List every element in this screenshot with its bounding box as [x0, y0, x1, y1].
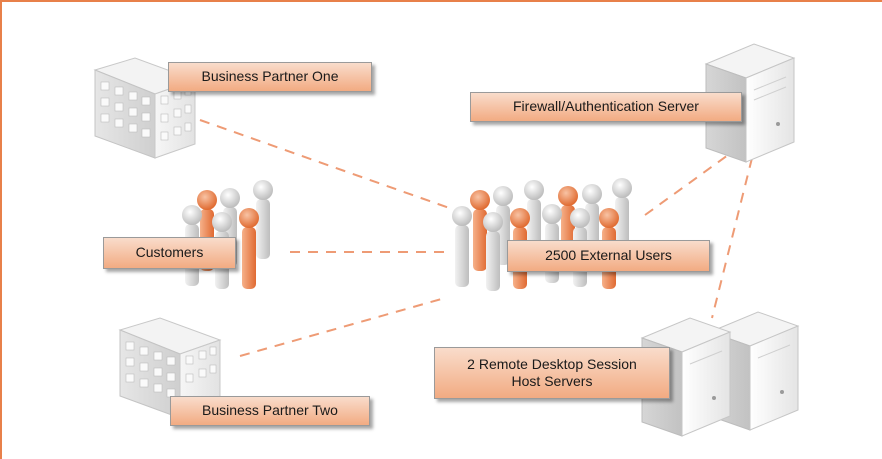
person-figure [239, 208, 259, 289]
person-figure [483, 212, 503, 291]
person-figure [253, 180, 273, 259]
label-text: Business Partner Two [202, 402, 338, 419]
label-business-partner-two: Business Partner Two [170, 396, 370, 426]
label-text: Firewall/Authentication Server [513, 98, 699, 115]
label-firewall-authentication-server: Firewall/Authentication Server [470, 92, 742, 122]
office-building-icon [93, 57, 197, 159]
label-text: Customers [135, 244, 204, 261]
label-text-line2: Host Servers [511, 373, 593, 389]
label-rdsh-servers: 2 Remote Desktop Session Host Servers [434, 347, 670, 399]
label-text: Business Partner One [201, 68, 339, 85]
label-external-users: 2500 External Users [507, 240, 710, 272]
connector-firewall-to-rdsh [711, 157, 753, 319]
connectors [199, 119, 753, 357]
connector-partner-two-to-users [239, 297, 446, 357]
people-group-icon [182, 180, 273, 289]
connector-partner-one-to-users [199, 119, 456, 211]
label-customers: Customers [103, 237, 236, 269]
person-figure [452, 206, 472, 287]
people-group-icon [452, 178, 632, 291]
label-text-line1: 2 Remote Desktop Session [467, 355, 637, 372]
connector-users-to-firewall [644, 149, 736, 216]
label-text: 2500 External Users [545, 247, 672, 264]
label-business-partner-one: Business Partner One [168, 62, 372, 92]
